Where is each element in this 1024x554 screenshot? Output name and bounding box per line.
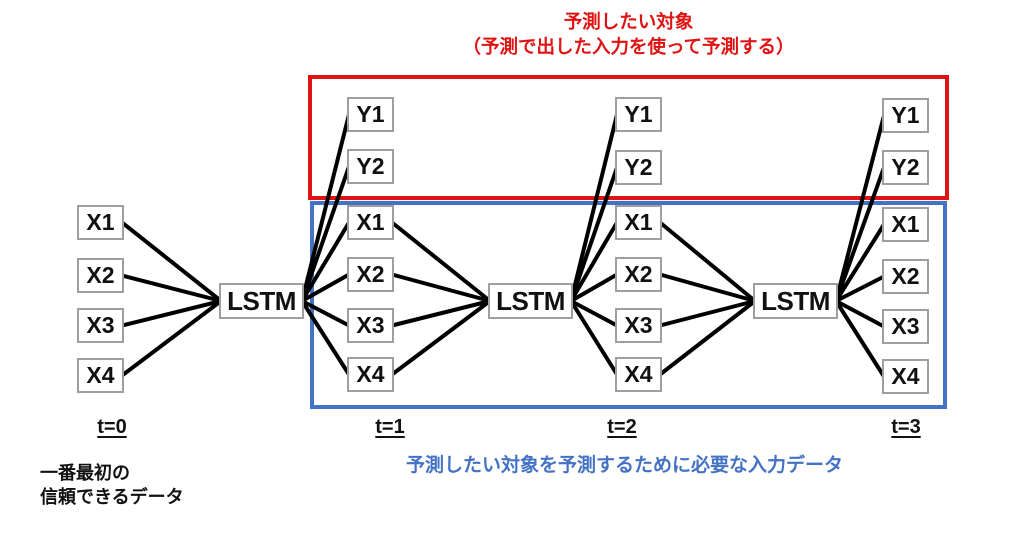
node-t2-x1: X1 xyxy=(615,205,662,240)
node-t3-x2: X2 xyxy=(882,259,929,294)
connection-line xyxy=(569,114,619,302)
connection-line xyxy=(835,274,885,303)
connection-line xyxy=(390,220,492,303)
node-t2-y2: Y2 xyxy=(615,150,662,185)
annotation-required-input-data: 予測したい対象を予測するために必要な入力データ xyxy=(406,455,844,476)
lstm-node-3: LSTM xyxy=(753,283,838,319)
connection-line xyxy=(570,272,618,303)
connection-line xyxy=(390,299,492,377)
connection-line xyxy=(569,299,619,376)
connection-line xyxy=(301,272,350,303)
connection-line xyxy=(391,299,491,328)
connection-line xyxy=(569,221,619,303)
connection-line xyxy=(121,273,222,303)
connection-line xyxy=(659,299,756,328)
connection-line xyxy=(391,272,491,303)
connection-line xyxy=(834,166,886,302)
node-t2-x4: X4 xyxy=(615,357,662,392)
connection-line xyxy=(300,114,351,302)
connection-line xyxy=(570,299,618,328)
prediction-target-region xyxy=(308,75,949,200)
node-t3-y1: Y1 xyxy=(882,98,929,133)
node-t1-y1: Y1 xyxy=(347,97,394,132)
node-t0-x1: X1 xyxy=(77,205,124,240)
annotation-initial-reliable-data-line2: 信頼できるデータ xyxy=(40,487,184,507)
connection-line xyxy=(301,299,350,328)
connection-line xyxy=(120,299,223,378)
time-label-t3: t=3 xyxy=(891,416,921,438)
node-t2-x2: X2 xyxy=(615,257,662,292)
annotation-initial-reliable-data-line1: 一番最初の xyxy=(40,463,130,483)
connection-line xyxy=(835,299,885,329)
node-t3-x4: X4 xyxy=(882,359,929,394)
node-t1-y2: Y2 xyxy=(347,149,394,184)
node-t1-x1: X1 xyxy=(347,205,394,240)
connection-line xyxy=(834,223,886,303)
node-t1-x4: X4 xyxy=(347,357,394,392)
time-label-t1: t=1 xyxy=(375,416,405,438)
connection-line xyxy=(120,220,223,303)
node-t3-x3: X3 xyxy=(882,309,929,344)
annotation-prediction-target-line1: 予測したい対象 xyxy=(563,11,694,32)
node-t2-x3: X3 xyxy=(615,308,662,343)
lstm-node-1: LSTM xyxy=(219,283,304,319)
annotation-prediction-target-line2: （予測で出した入力を使って予測する） xyxy=(462,36,795,57)
node-t3-y2: Y2 xyxy=(882,150,929,185)
time-label-t0: t=0 xyxy=(97,416,127,438)
connection-line xyxy=(834,114,886,302)
time-label-t2: t=2 xyxy=(607,416,637,438)
annotation-initial-reliable-data: 一番最初の 信頼できるデータ xyxy=(40,461,184,509)
connection-line xyxy=(300,221,351,303)
node-t1-x3: X3 xyxy=(347,308,394,343)
connection-line xyxy=(658,220,757,303)
node-t2-y1: Y1 xyxy=(615,97,662,132)
lstm-node-2: LSTM xyxy=(488,283,573,319)
node-t0-x4: X4 xyxy=(77,358,124,393)
node-t3-x1: X1 xyxy=(882,207,929,242)
connection-line xyxy=(300,299,351,376)
connection-line xyxy=(569,166,619,302)
connection-line xyxy=(659,272,756,303)
connection-line xyxy=(658,299,757,377)
node-t1-x2: X2 xyxy=(347,257,394,292)
connection-line xyxy=(300,165,351,302)
node-t0-x2: X2 xyxy=(77,258,124,293)
connection-line xyxy=(834,299,886,378)
annotation-prediction-target: 予測したい対象 （予測で出した入力を使って予測する） xyxy=(310,9,947,59)
node-t0-x3: X3 xyxy=(77,308,124,343)
connection-line xyxy=(121,299,222,328)
